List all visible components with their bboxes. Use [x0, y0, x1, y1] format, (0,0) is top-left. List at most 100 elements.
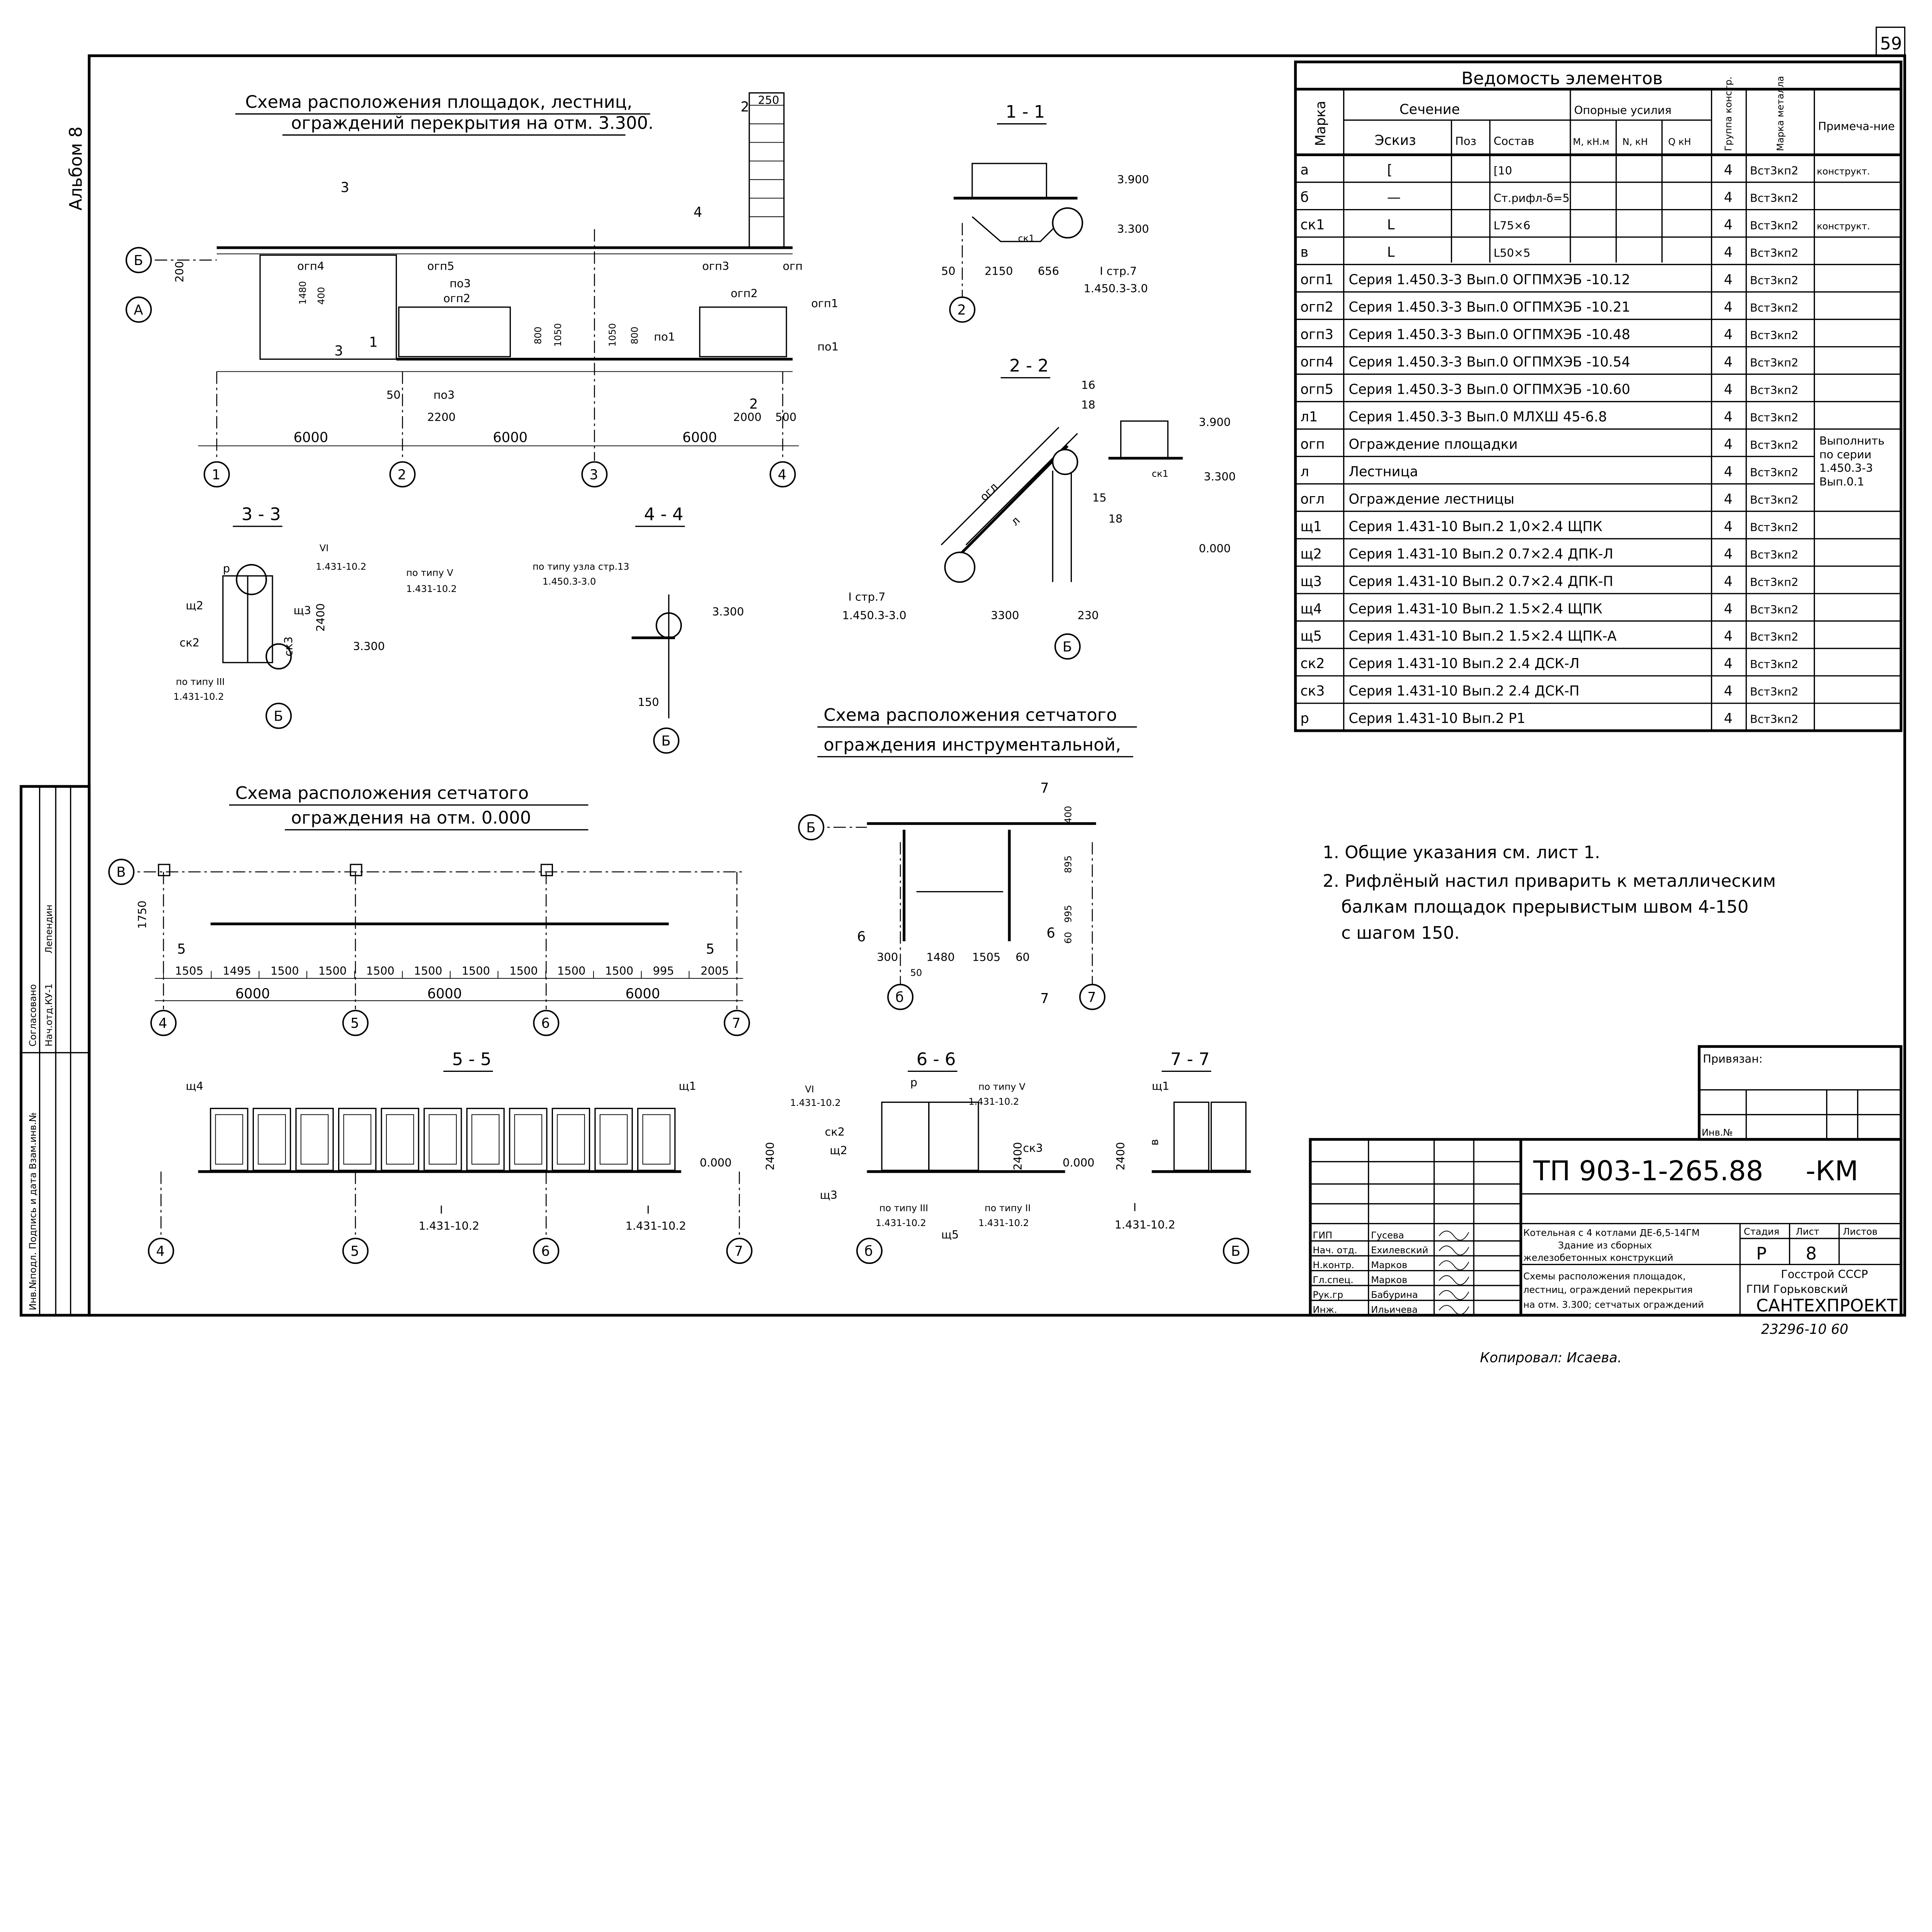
- dim: 60: [1063, 932, 1073, 944]
- drawing-sheet: 59 Альбом 8 Согласовано Нач.отд.КУ-1 Леп…: [19, 26, 1906, 1366]
- cell-group: 4: [1724, 354, 1733, 370]
- dim: 1480: [926, 951, 954, 964]
- fence-panel: [551, 1107, 590, 1171]
- section-6-6: 6 - 6 б VI 1.431-10.2 р по типу V 1.431-…: [790, 1049, 1095, 1264]
- level: 0.000: [1063, 1156, 1095, 1169]
- cell-steel: Вст3кп2: [1750, 685, 1798, 698]
- label: огп3: [702, 260, 729, 273]
- axis-2: 2: [398, 467, 406, 483]
- section-mark: 4: [694, 204, 702, 220]
- cell-steel: Вст3кп2: [1750, 219, 1798, 232]
- cell-group: 4: [1724, 162, 1733, 178]
- label: по1: [817, 340, 838, 353]
- dim: 1505: [972, 951, 1000, 964]
- label: 1.431-10.2: [978, 1218, 1029, 1228]
- cell-group: 4: [1724, 272, 1733, 288]
- cell-mark: щ1: [1300, 519, 1322, 534]
- fence-panel-inner: [386, 1114, 414, 1165]
- section-4-4: 4 - 4 Б 3.300 150 по типу узла стр.13 1.…: [532, 504, 744, 754]
- project-line-3: железобетонных конструкций: [1523, 1252, 1673, 1263]
- cell-sketch: [: [1387, 162, 1393, 178]
- section-mark: 1: [369, 334, 378, 350]
- dim: 230: [1077, 609, 1099, 622]
- label: щ5: [941, 1228, 959, 1241]
- fence-panel-inner: [258, 1114, 286, 1165]
- label: по типу II: [985, 1203, 1031, 1214]
- cell-mark: огп2: [1300, 299, 1333, 315]
- fence-panel-inner: [557, 1114, 585, 1165]
- dim: 2150: [985, 265, 1013, 278]
- dim: 1480: [298, 281, 308, 304]
- header-composition: Состав: [1493, 134, 1534, 148]
- axis-4: 4: [778, 467, 786, 483]
- signature: [1439, 1260, 1469, 1270]
- axis-b-small: б: [895, 990, 904, 1005]
- dim: 800: [629, 327, 640, 344]
- level: 3.300: [1204, 470, 1236, 483]
- dim: 6000: [427, 986, 462, 1002]
- sheet-frame: [88, 54, 1906, 1317]
- cell-steel: Вст3кп2: [1750, 356, 1798, 369]
- page-number-box: [1876, 26, 1906, 56]
- dim: 1495: [223, 964, 251, 977]
- label: щ2: [830, 1144, 847, 1157]
- cell-group: 4: [1724, 327, 1733, 343]
- label: по3: [434, 388, 455, 401]
- cell-steel: Вст3кп2: [1750, 658, 1798, 671]
- cell-description: Серия 1.431-10 Вып.2 Р1: [1349, 711, 1525, 726]
- cell-steel: Вст3кп2: [1750, 438, 1798, 451]
- cell-group: 4: [1724, 409, 1733, 425]
- dim: 200: [173, 261, 186, 282]
- label: 1.431-10.2: [406, 583, 457, 594]
- label: по3: [449, 277, 471, 290]
- label: огл: [977, 480, 1000, 503]
- cell-steel: Вст3кп2: [1750, 548, 1798, 561]
- staff-name: Марков: [1371, 1260, 1407, 1270]
- cell-steel: Вст3кп2: [1750, 630, 1798, 643]
- archive-number: 23296-10 60: [1761, 1321, 1849, 1337]
- fence-panel: [509, 1107, 548, 1171]
- label: ск2: [825, 1125, 845, 1138]
- label: 1.431-10.2: [968, 1096, 1019, 1107]
- fence-panel-inner: [215, 1114, 243, 1165]
- label: в: [1148, 1139, 1161, 1146]
- dim: 1750: [136, 900, 149, 929]
- cell-description: Ограждение лестницы: [1349, 491, 1514, 507]
- dim: 400: [1063, 806, 1073, 824]
- sheet-value: 8: [1806, 1243, 1817, 1264]
- dim: 1050: [553, 323, 563, 347]
- label: щ3: [294, 604, 311, 617]
- cell-composition: L50×5: [1493, 247, 1530, 260]
- staff-name: Ильичева: [1371, 1304, 1418, 1315]
- dim: 995: [653, 964, 674, 977]
- cell-group: 4: [1724, 382, 1733, 398]
- sheet-title-2: лестниц, ограждений перекрытия: [1523, 1284, 1692, 1295]
- dim: 1500: [462, 964, 490, 977]
- dim: 1500: [270, 964, 299, 977]
- dim: 500: [775, 411, 796, 424]
- label: 1.431-10.2: [173, 691, 224, 702]
- label: огп1: [811, 297, 838, 310]
- cell-steel: Вст3кп2: [1750, 164, 1798, 177]
- section-mark: 3: [340, 180, 349, 196]
- label: 16: [1081, 378, 1095, 391]
- label: огп4: [297, 260, 324, 273]
- org-line-2: ГПИ Горьковский: [1746, 1282, 1848, 1296]
- header-pos: Поз: [1455, 134, 1476, 148]
- level: 0.000: [700, 1156, 732, 1169]
- label: 18: [1081, 398, 1095, 412]
- label: I: [1133, 1201, 1137, 1214]
- section-title: 5 - 5: [452, 1049, 492, 1069]
- label: 1.431-10.2: [626, 1219, 686, 1233]
- note-4: с шагом 150.: [1341, 922, 1459, 943]
- header-group: Группа констр.: [1723, 77, 1734, 151]
- inventory-label: Инв.№: [1702, 1127, 1733, 1138]
- dim: 6000: [235, 986, 270, 1002]
- copied-by: Копировал: Исаева.: [1480, 1350, 1622, 1366]
- axis-2: 2: [957, 302, 966, 318]
- label: ск1: [1152, 468, 1168, 479]
- axis-b: Б: [662, 733, 671, 749]
- dim: 2400: [764, 1142, 777, 1170]
- fence-panel: [210, 1107, 248, 1171]
